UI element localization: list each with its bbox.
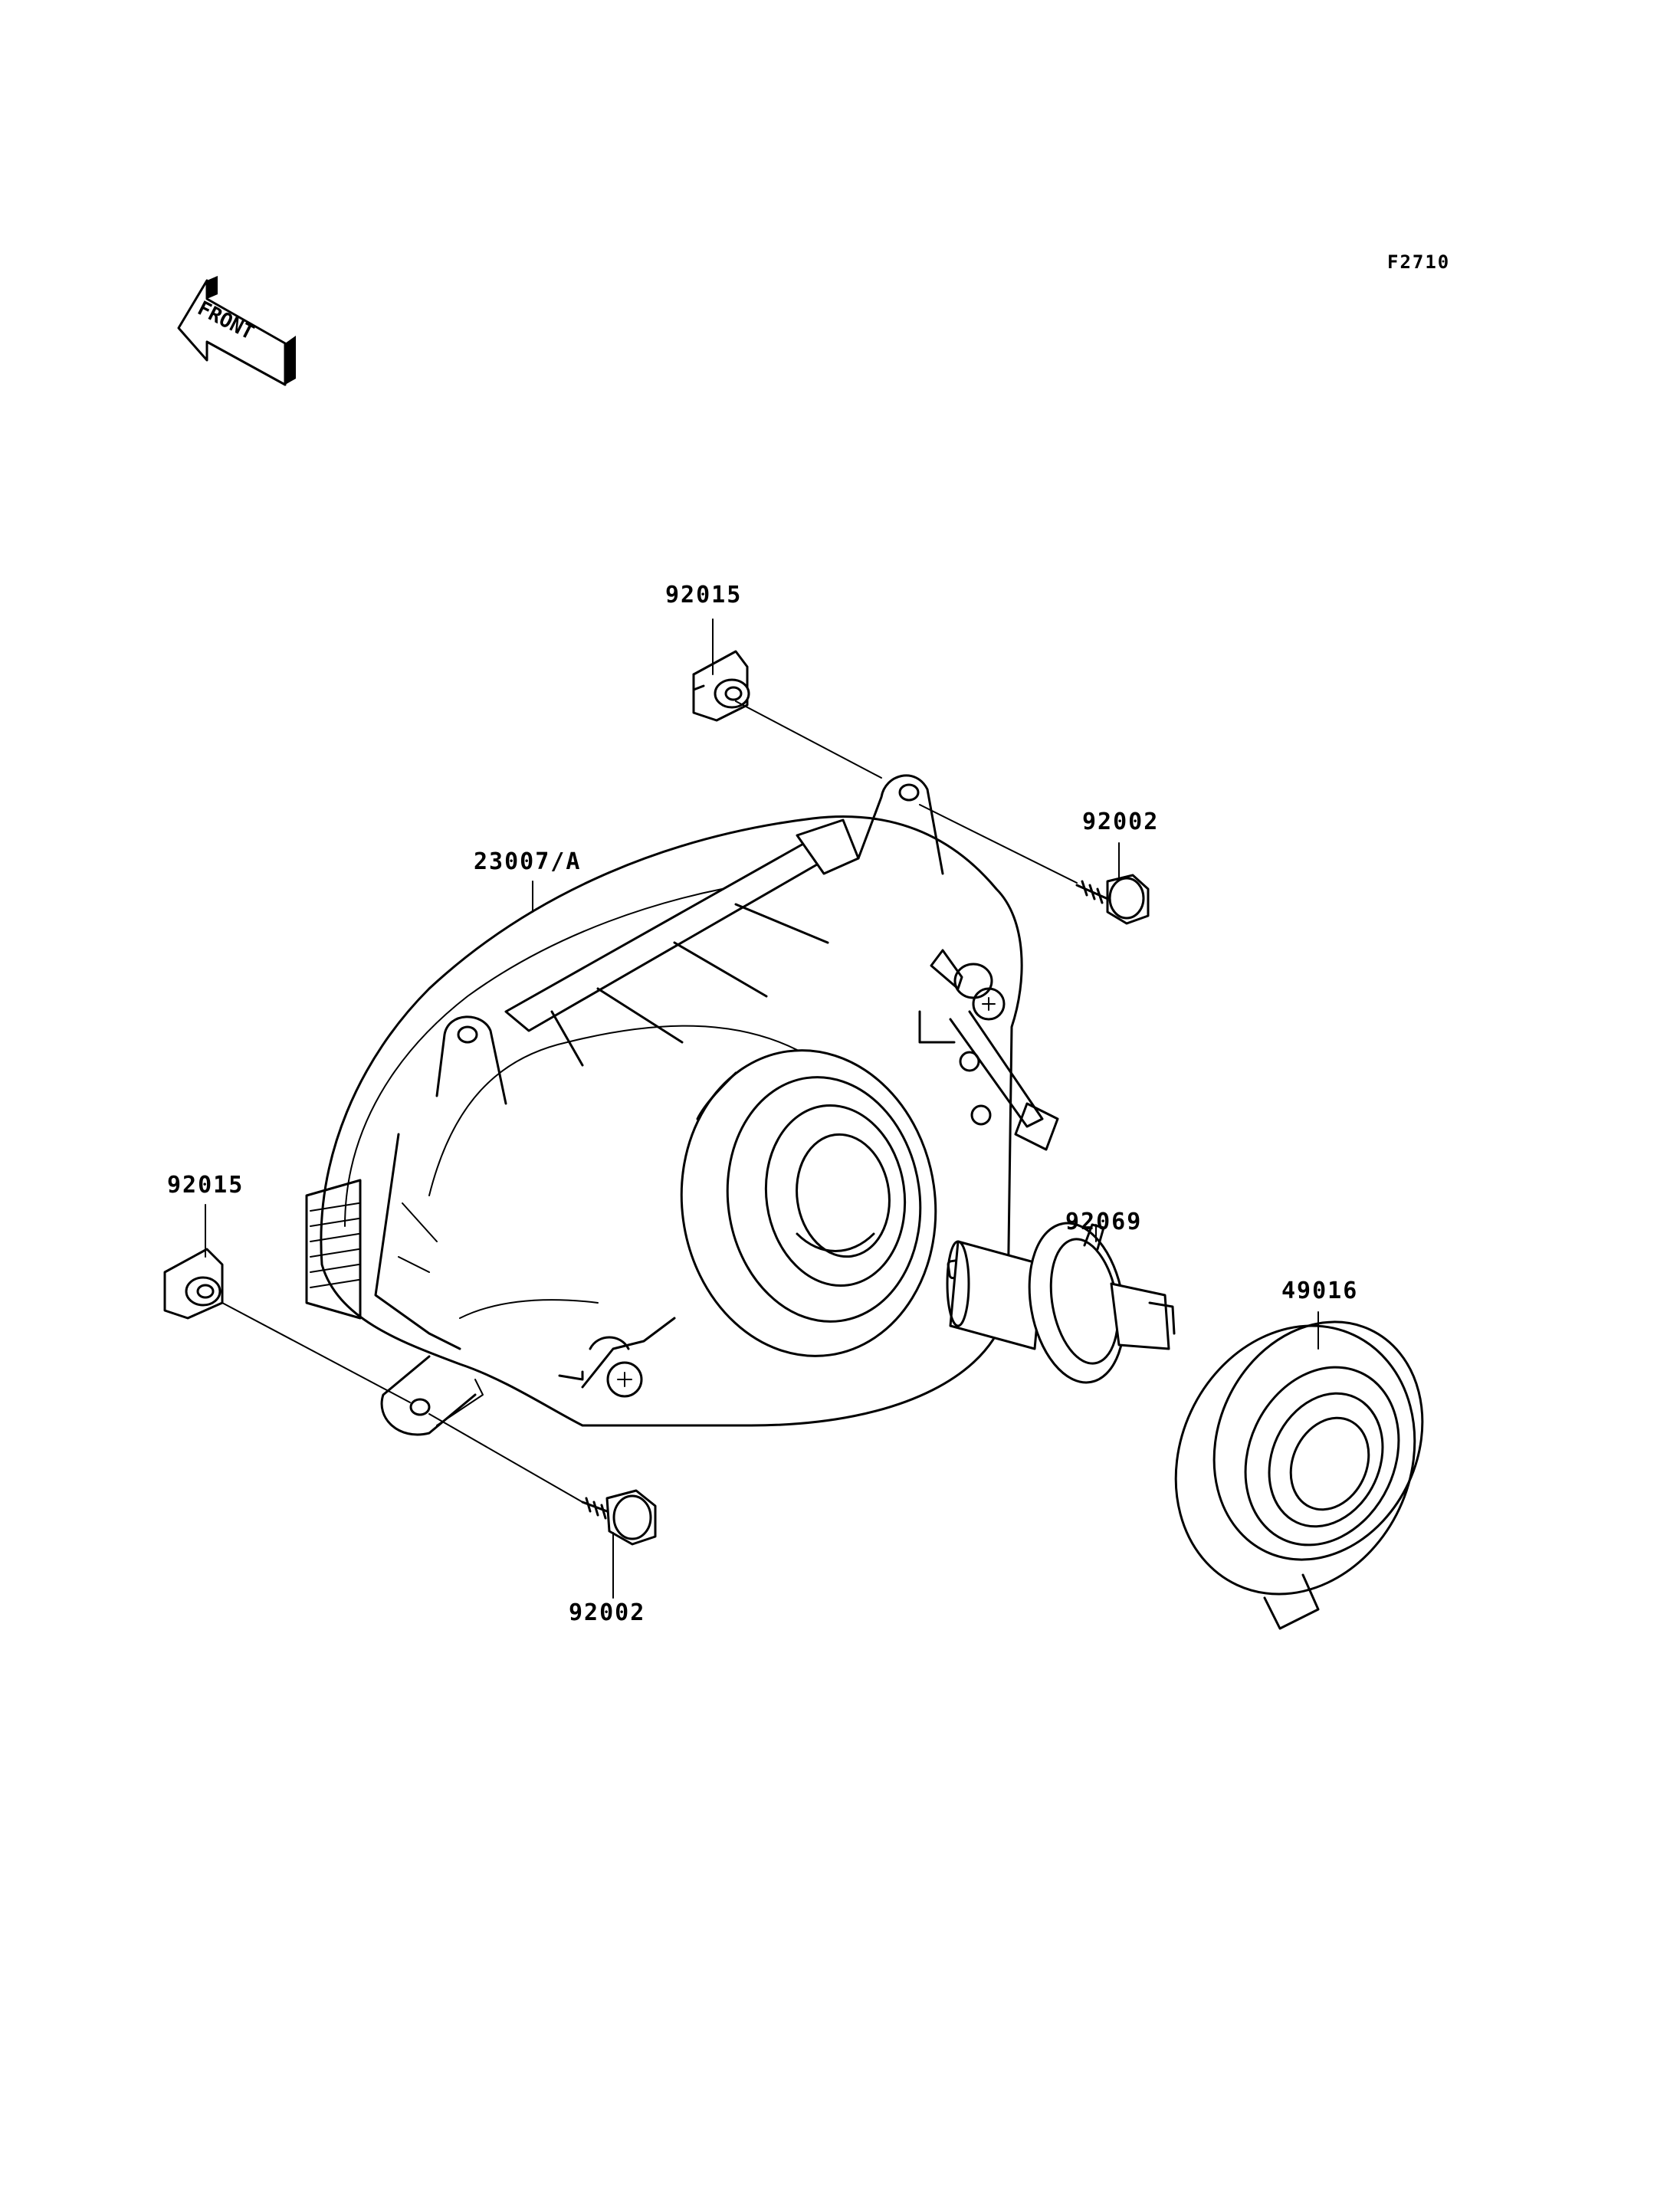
front-arrow-icon: FRONT (177, 276, 296, 386)
bulb (946, 1222, 1176, 1384)
clip-lower (163, 1248, 224, 1320)
part-number-headlight-housing: 23007/A (474, 848, 582, 875)
bolt-upper (1075, 874, 1150, 925)
part-number-bolt-upper: 92002 (1082, 809, 1160, 835)
part-number-clip-lower: 92015 (167, 1172, 244, 1199)
clip-upper (692, 650, 750, 722)
bolt-lower (581, 1489, 657, 1546)
part-number-clip-upper: 92015 (665, 582, 743, 608)
part-number-bolt-lower: 92002 (569, 1599, 646, 1626)
boot-cover (1174, 1320, 1424, 1630)
figure-code: F2710 (1387, 251, 1451, 273)
part-number-boot-cover: 49016 (1281, 1278, 1359, 1304)
leader-lines (205, 618, 1319, 1599)
headlight-housing (305, 774, 1059, 1436)
part-number-bulb: 92069 (1065, 1209, 1143, 1235)
